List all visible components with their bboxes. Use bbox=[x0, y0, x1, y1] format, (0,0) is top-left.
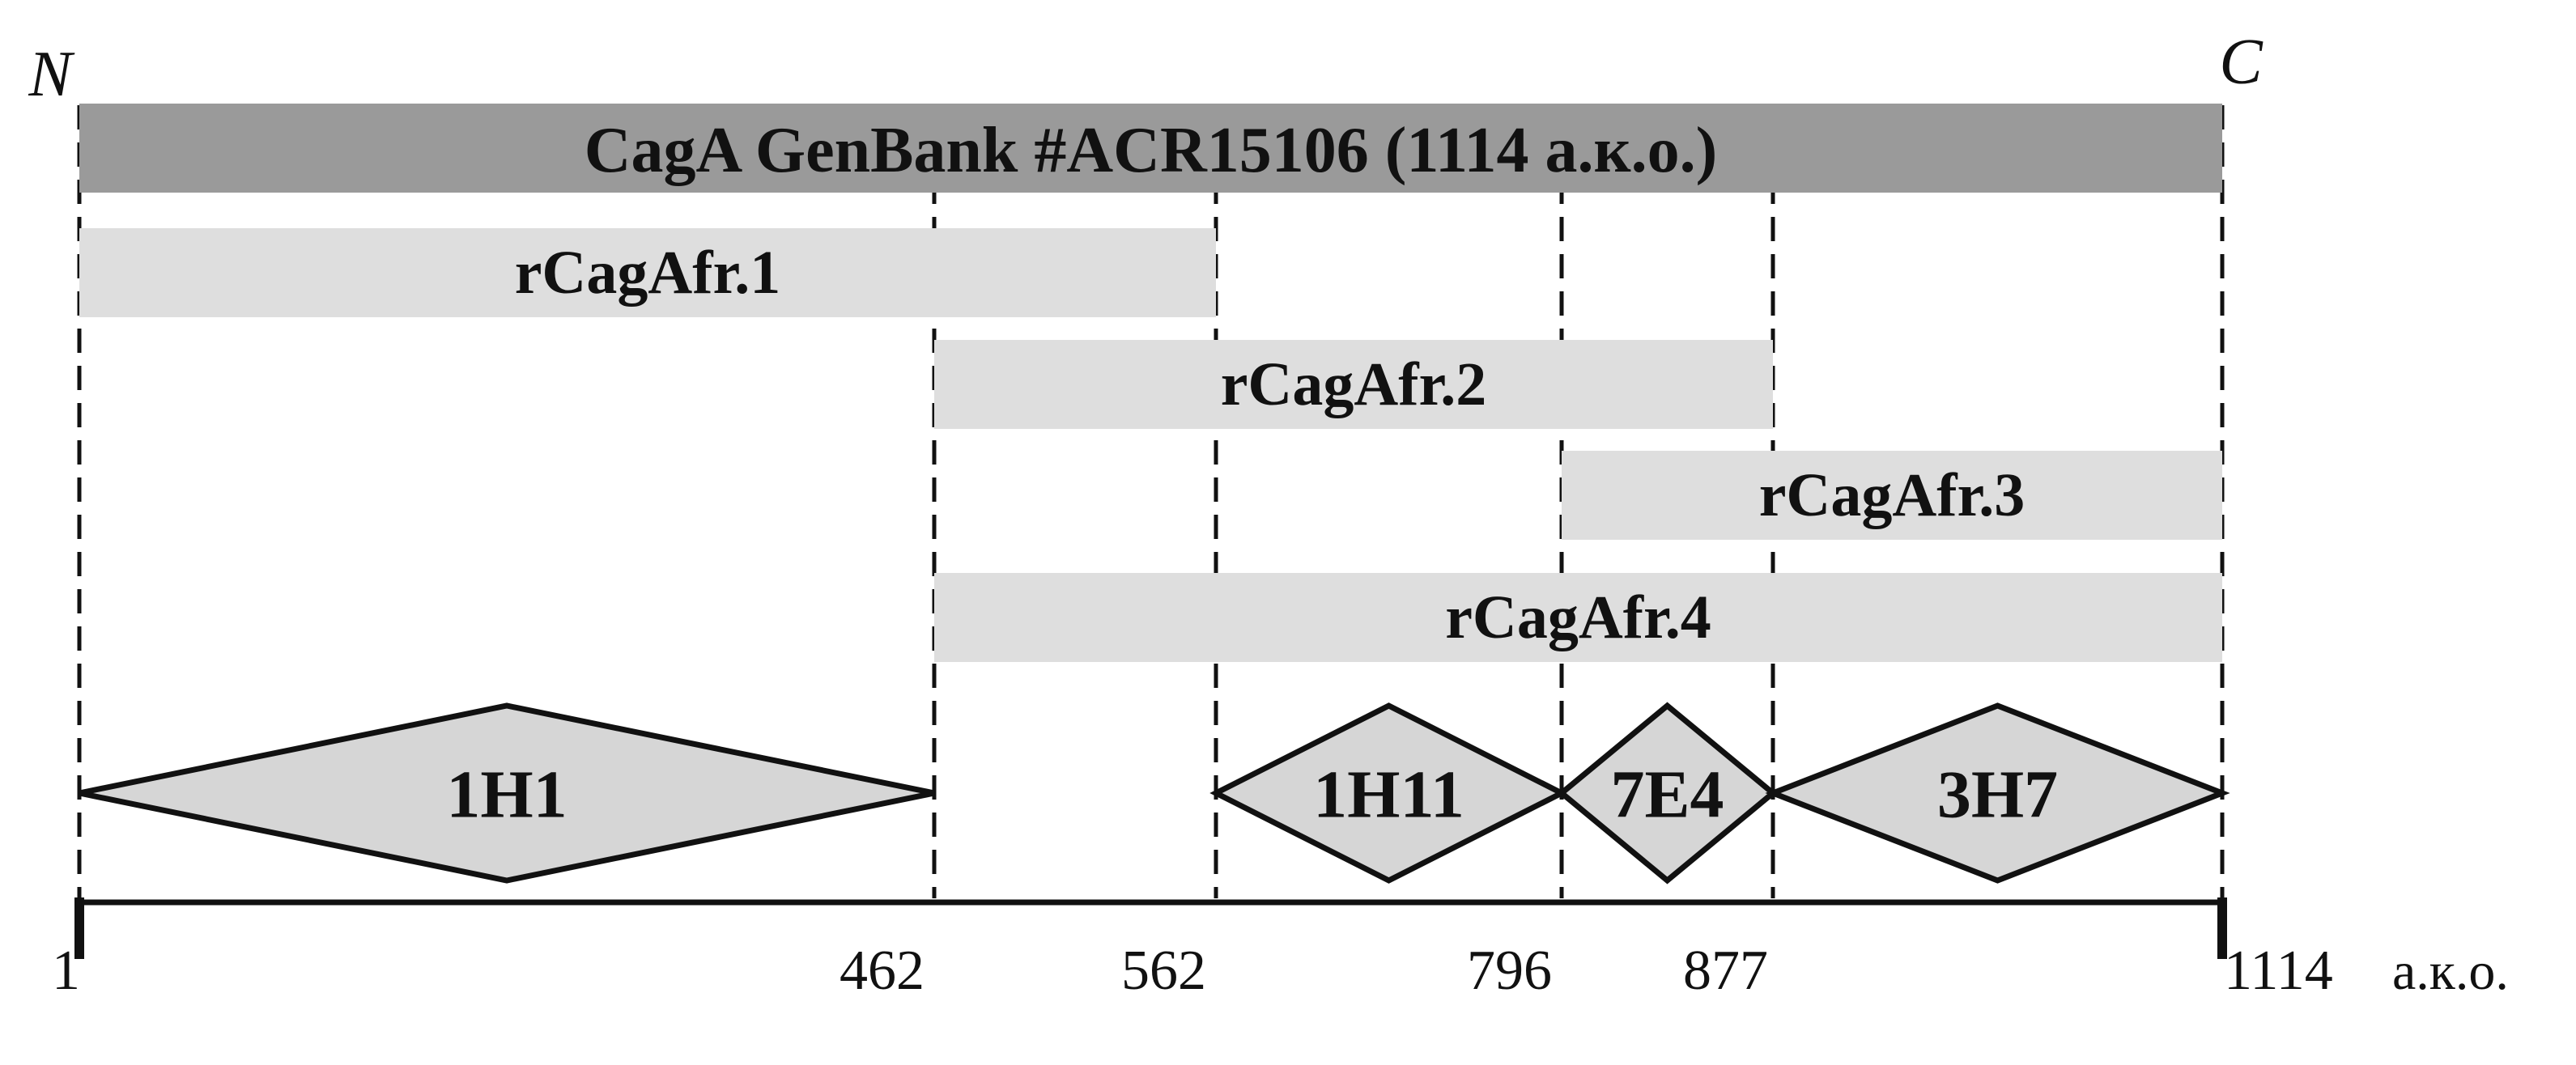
epitope-label-1h1: 1H1 bbox=[446, 757, 567, 832]
axis-tick-label-562: 562 bbox=[1121, 940, 1206, 1002]
epitope-label-1h11: 1H11 bbox=[1313, 757, 1464, 832]
axis-tick-label-1: 1 bbox=[52, 940, 80, 1002]
c-terminus-label: C bbox=[2219, 27, 2264, 98]
axis-tick-label-462: 462 bbox=[840, 940, 925, 1002]
protein-bar bbox=[79, 104, 2222, 193]
fragment-label-1: rCagAfr.1 bbox=[515, 239, 781, 307]
n-terminus-label: N bbox=[28, 39, 75, 110]
epitope-label-3h7: 3H7 bbox=[1937, 757, 2058, 832]
fragment-bar-4 bbox=[934, 573, 2222, 662]
axis-tick-label-877: 877 bbox=[1683, 940, 1768, 1002]
fragment-bar-1 bbox=[79, 228, 1216, 317]
fragment-bars: CagA GenBank #ACR15106 (1114 а.к.о.) rCag… bbox=[79, 104, 2222, 662]
axis-unit-label: а.к.о. bbox=[2392, 942, 2509, 1001]
fragment-label-2: rCagAfr.2 bbox=[1221, 350, 1487, 418]
epitope-diamond-1h1 bbox=[79, 702, 935, 884]
epitope-diamond-3h7 bbox=[1765, 702, 2230, 884]
axis-tick-label-796: 796 bbox=[1467, 940, 1552, 1002]
epitope-label-7e4: 7E4 bbox=[1610, 757, 1724, 832]
axis-tick-label-1114: 1114 bbox=[2224, 940, 2333, 1002]
fragment-bar-2 bbox=[934, 340, 1773, 429]
protein-bar-label: CagA GenBank #ACR15106 (1114 а.к.о.) bbox=[584, 115, 1718, 186]
epitope-diamonds: 1H1 1H11 7E4 3H7 bbox=[79, 702, 2230, 885]
fragment-label-3: rCagAfr.3 bbox=[1759, 461, 2026, 529]
fragment-label-4: rCagAfr.4 bbox=[1445, 583, 1711, 651]
fragment-bar-3 bbox=[1562, 451, 2222, 540]
residue-axis: 1 462 562 796 877 1114 bbox=[52, 897, 2333, 1002]
